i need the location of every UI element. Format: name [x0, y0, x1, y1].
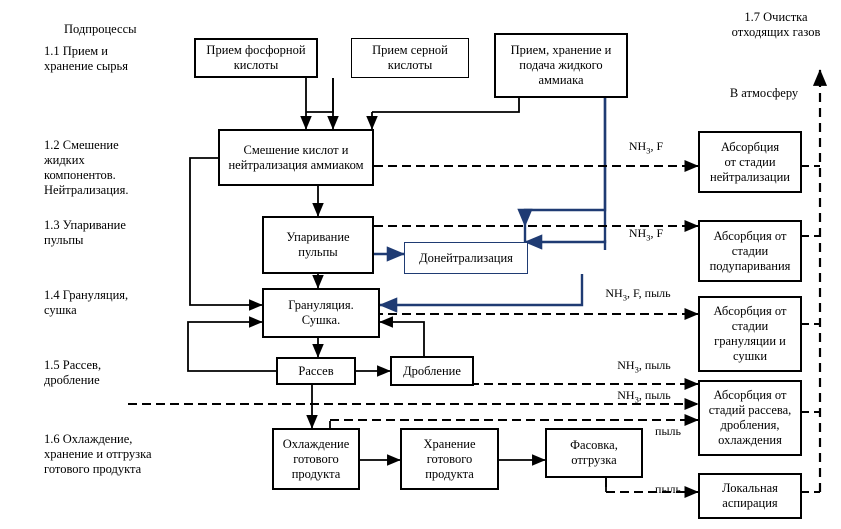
- sidebar-item-1-3: 1.3 Упаривание пульпы: [44, 218, 126, 247]
- label-to-atmosphere: В атмосферу: [729, 86, 799, 100]
- gas-label-nh3-f-neutralization: NH3, F: [628, 139, 664, 156]
- sidebar-item-1-2: 1.2 Смешение жидких компонентов. Нейтрал…: [44, 138, 129, 197]
- node-liquid-ammonia-intake[interactable]: Прием, хранение и подача жидкого аммиака: [494, 33, 628, 98]
- node-absorption-screening[interactable]: Абсорбция от стадий рассева, дробления, …: [698, 380, 802, 456]
- gas-label-dust-cooling: пыль: [655, 424, 681, 438]
- gas-label-nh3-f-evaporation: NH3, F: [628, 226, 664, 243]
- gas-label-dust-packing: пыль: [655, 482, 681, 496]
- node-absorption-granulation[interactable]: Абсорбция от стадии гранyляции и сушки: [698, 296, 802, 372]
- gas-label-nh3-dust-screening: NH3, пыль: [617, 358, 671, 375]
- node-absorption-evaporation[interactable]: Абсорбция от стадии подупаривания: [698, 220, 802, 282]
- node-doneutralization[interactable]: Донейтрализация: [404, 242, 528, 274]
- node-product-storage[interactable]: Хранение готового продукта: [400, 428, 499, 490]
- node-absorption-neutralization[interactable]: Абсорбция от стадии нейтрализации: [698, 131, 802, 193]
- section-title-gas-cleaning: 1.7 Очистка отходящих газов: [731, 10, 821, 39]
- sidebar-item-1-6: 1.6 Охлаждение, хранение и отгрузка гото…: [44, 432, 152, 476]
- sidebar-item-1-1: 1.1 Прием и хранение сырья: [44, 44, 128, 73]
- node-screening[interactable]: Рассев: [276, 357, 356, 385]
- node-phosphoric-acid-intake[interactable]: Прием фосфорной кислоты: [194, 38, 318, 78]
- legend-title-subprocesses: Подпроцессы: [64, 22, 137, 36]
- sidebar-item-1-4: 1.4 Гранyляция, сушка: [44, 288, 129, 317]
- node-granulation-drying[interactable]: Гранyляция. Сушка.: [262, 288, 380, 338]
- node-product-cooling[interactable]: Охлаждение готового продукта: [272, 428, 360, 490]
- node-sulfuric-acid-intake[interactable]: Прием серной кислоты: [351, 38, 469, 78]
- node-local-aspiration[interactable]: Локальная аспирация: [698, 473, 802, 519]
- node-packing-shipping[interactable]: Фасовка, отгрузка: [545, 428, 643, 478]
- node-crushing[interactable]: Дробление: [390, 356, 474, 386]
- sidebar-item-1-5: 1.5 Рассев, дробление: [44, 358, 102, 387]
- gas-label-nh3-dust-cooling: NH3, пыль: [617, 388, 671, 405]
- node-pulp-evaporation[interactable]: Упаривание пульпы: [262, 216, 374, 274]
- node-acid-mixing-neutralization[interactable]: Смешение кислот и нейтрализация аммиаком: [218, 129, 374, 186]
- gas-label-nh3-f-dust-granulation: NH3, F, пыль: [605, 286, 671, 303]
